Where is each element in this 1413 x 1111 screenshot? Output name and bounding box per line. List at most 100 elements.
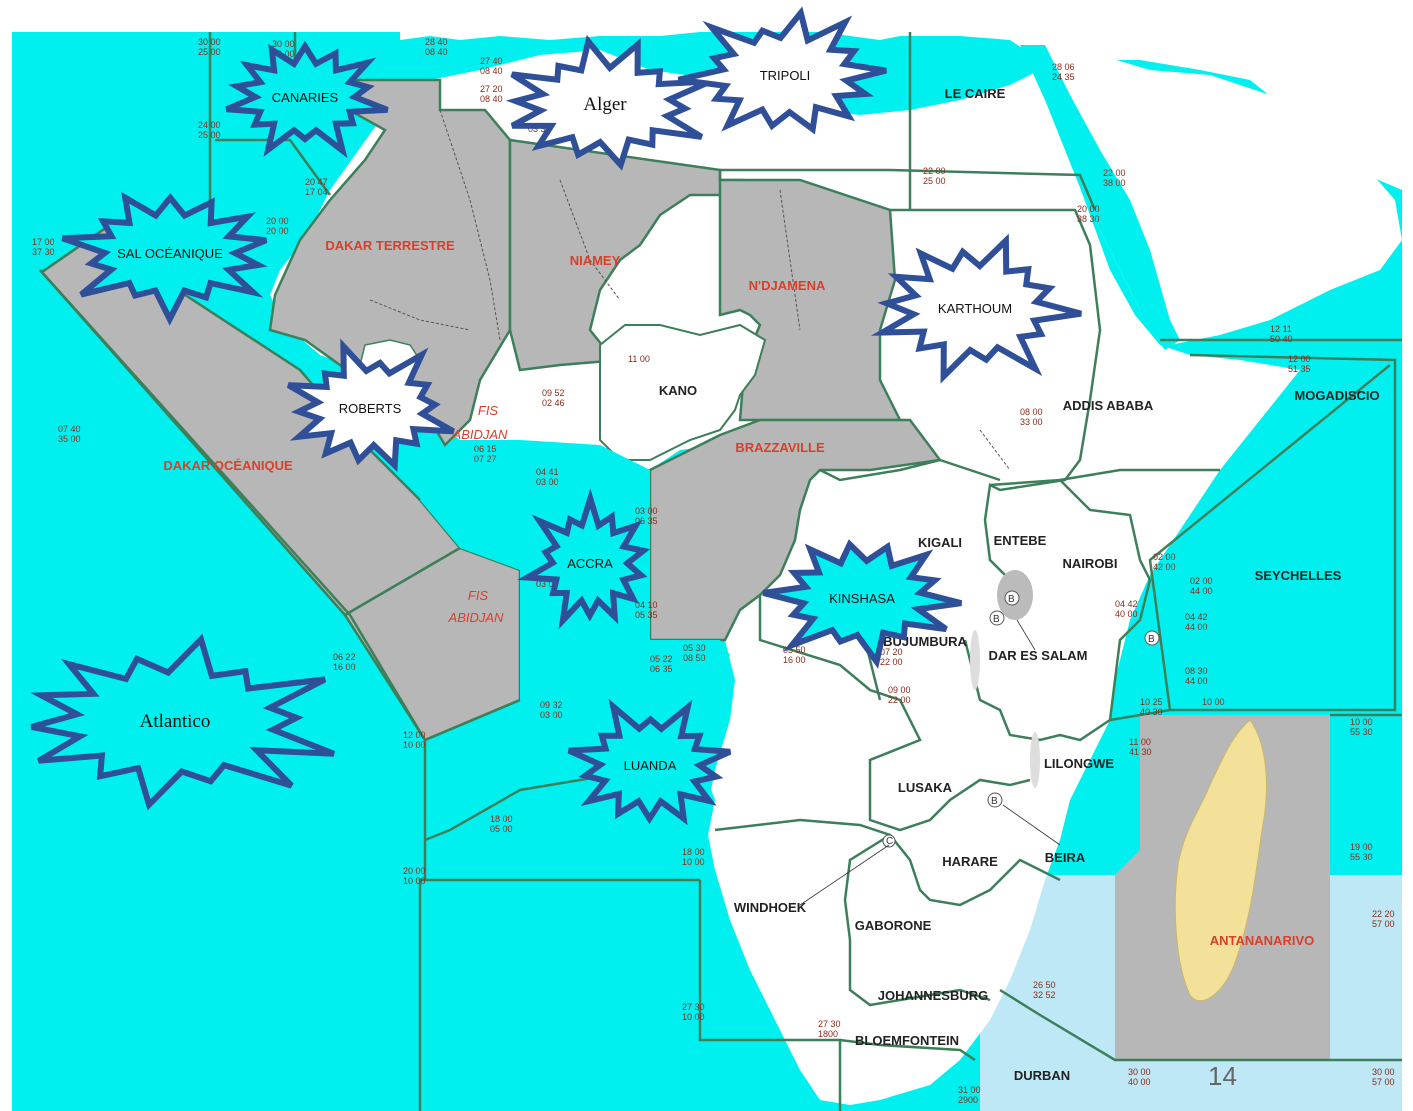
burst-luanda: LUANDA bbox=[567, 698, 732, 826]
region-label-fis-abidjan-1: FIS bbox=[478, 403, 499, 418]
burst-label: ROBERTS bbox=[339, 401, 402, 416]
burst-karthoum: KARTHOUM bbox=[870, 233, 1082, 384]
region-label-bloemfontein: BLOEMFONTEIN bbox=[855, 1033, 959, 1048]
region-label-antananarivo: ANTANANARIVO bbox=[1210, 933, 1314, 948]
svg-text:B: B bbox=[993, 614, 1000, 625]
region-label-niamey: NIAMEY bbox=[570, 253, 621, 268]
fir-brazzaville bbox=[648, 418, 943, 642]
region-label-addis-ababa: ADDIS ABABA bbox=[1063, 398, 1154, 413]
burst-label: TRIPOLI bbox=[760, 68, 811, 83]
burst-accra: ACCRA bbox=[517, 488, 651, 630]
burst-alger: Alger bbox=[505, 34, 712, 171]
burst-tripoli: TRIPOLI bbox=[677, 6, 887, 135]
region-label-windhoek: WINDHOEK bbox=[734, 900, 807, 915]
svg-text:B: B bbox=[1148, 634, 1155, 645]
fir-bursts: CANARIES Alger TRIPOLI SAL OCÉANIQUE KARTHOU… bbox=[29, 6, 1082, 826]
burst-shape bbox=[517, 488, 651, 630]
burst-label: ACCRA bbox=[567, 556, 613, 571]
coordinate-label: 03 35 bbox=[528, 124, 551, 134]
burst-shape bbox=[29, 633, 336, 811]
region-label-seychelles: SEYCHELLES bbox=[1255, 568, 1342, 583]
burst-label: CANARIES bbox=[272, 90, 339, 105]
burst-label: Atlantico bbox=[140, 711, 211, 732]
burst-shape bbox=[870, 233, 1082, 384]
region-label-dar-es-salam: DAR ES SALAM bbox=[989, 648, 1088, 663]
red-sea bbox=[1020, 45, 1180, 350]
region-label-brazzaville: BRAZZAVILLE bbox=[735, 440, 825, 455]
burst-roberts: ROBERTS bbox=[286, 338, 455, 472]
region-label-ndjamena: N'DJAMENA bbox=[749, 278, 826, 293]
region-label-dakar-terrestre: DAKAR TERRESTRE bbox=[325, 238, 455, 253]
burst-label: Alger bbox=[583, 94, 627, 115]
burst-shape bbox=[677, 6, 887, 135]
burst-shape bbox=[286, 338, 455, 472]
svg-text:C: C bbox=[886, 836, 893, 847]
burst-canaries: CANARIES bbox=[225, 40, 389, 159]
burst-shape bbox=[762, 539, 963, 669]
region-label-fis-abidjan-1b: ABIDJAN bbox=[452, 427, 509, 442]
region-label-lusaka: LUSAKA bbox=[898, 780, 953, 795]
region-label-fis-abidjan-2: FIS bbox=[468, 588, 489, 603]
burst-shape bbox=[567, 698, 732, 826]
region-label-gaborone: GABORONE bbox=[855, 918, 932, 933]
burst-sal: SAL OCÉANIQUE bbox=[61, 191, 268, 326]
country-borders bbox=[369, 109, 1011, 471]
region-label-dakar-oceanique: DAKAR OCÉANIQUE bbox=[163, 458, 293, 473]
burst-shape bbox=[505, 34, 712, 171]
region-label-fis-abidjan-2b: ABIDJAN bbox=[448, 610, 505, 625]
region-label-mogadiscio: MOGADISCIO bbox=[1294, 388, 1379, 403]
region-label-beira: BEIRA bbox=[1045, 850, 1086, 865]
svg-text:B: B bbox=[991, 796, 998, 807]
land-north-strip bbox=[400, 32, 1402, 190]
page-number: 14 bbox=[1208, 1061, 1237, 1091]
burst-kinshasa: KINSHASA bbox=[762, 539, 963, 669]
region-label-kano: KANO bbox=[659, 383, 697, 398]
region-label-johannesburg: JOHANNESBURG bbox=[878, 988, 989, 1003]
region-label-entebe: ENTEBE bbox=[994, 533, 1047, 548]
burst-atlantico: Atlantico bbox=[29, 633, 336, 811]
burst-label: KINSHASA bbox=[829, 591, 895, 606]
burst-label: LUANDA bbox=[624, 758, 677, 773]
